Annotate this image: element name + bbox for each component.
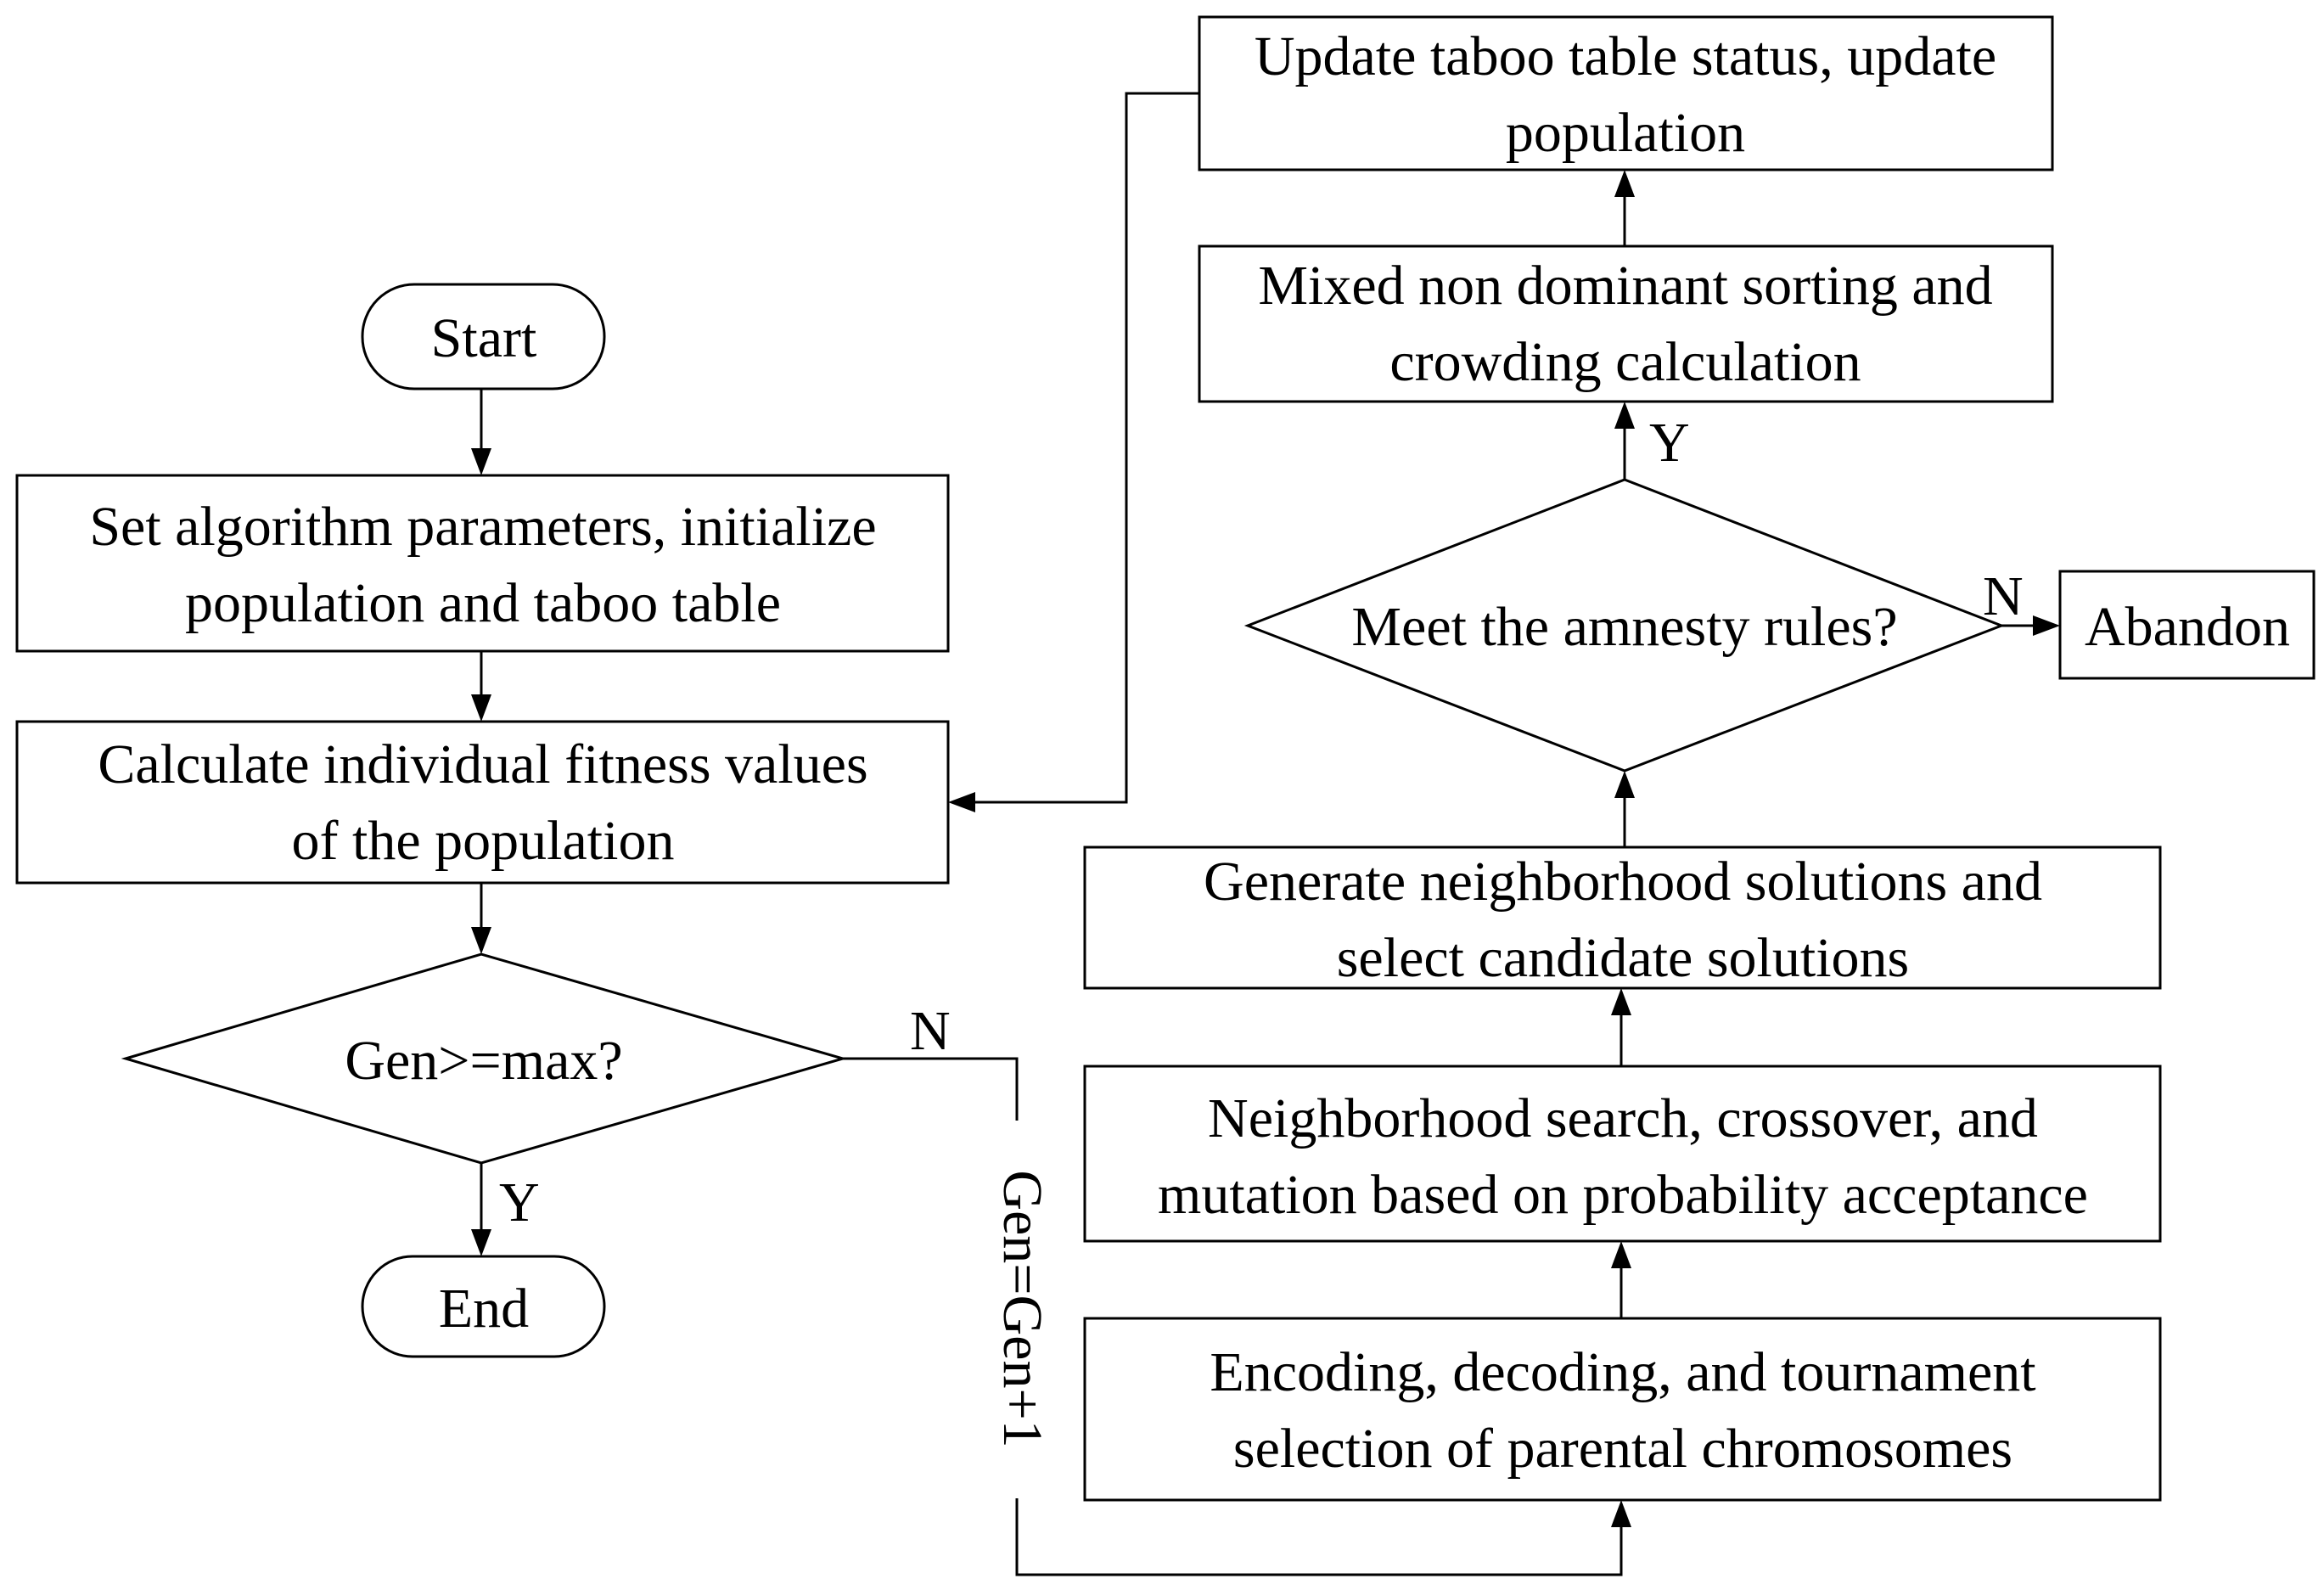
start-terminal bbox=[361, 283, 606, 390]
abandon-label: Abandon bbox=[2085, 596, 2290, 658]
arrowhead bbox=[948, 792, 975, 812]
start-label: Start bbox=[431, 307, 537, 369]
neighborhood-search-line-1: Neighborhood search, crossover, and bbox=[1208, 1087, 2038, 1149]
abandon-box bbox=[2058, 570, 2316, 680]
calc-fitness-box bbox=[15, 720, 950, 885]
amnesty-check-label: Meet the amnesty rules? bbox=[1351, 596, 1897, 658]
arrowhead bbox=[471, 927, 491, 954]
encoding-line-1: Encoding, decoding, and tournament bbox=[1210, 1341, 2035, 1403]
generate-neighborhood-line-1: Generate neighborhood solutions and bbox=[1204, 851, 2042, 913]
gen-no-line-bottom bbox=[1015, 1498, 1623, 1576]
arrowhead bbox=[471, 1229, 491, 1256]
arrowhead bbox=[1611, 1500, 1631, 1527]
end-terminal bbox=[361, 1255, 606, 1358]
arrowhead bbox=[1614, 771, 1635, 798]
arrowhead bbox=[471, 448, 491, 475]
arrowhead bbox=[2033, 615, 2060, 636]
gen-no-label: N bbox=[910, 1000, 951, 1062]
generate-neighborhood-box bbox=[1083, 846, 2162, 990]
update-taboo-box bbox=[1198, 15, 2054, 171]
amnesty-no-label: N bbox=[1983, 565, 2024, 627]
gen-check-label: Gen>=max? bbox=[345, 1030, 622, 1092]
arrowhead bbox=[1614, 170, 1635, 197]
gen-increment-label: Gen=Gen+1 bbox=[991, 1170, 1053, 1447]
gen-yes-label: Y bbox=[499, 1171, 540, 1233]
neighborhood-search-line-2: mutation based on probability acceptance bbox=[1158, 1164, 2088, 1226]
set-params-line-1: Set algorithm parameters, initialize bbox=[89, 496, 876, 558]
arrowhead bbox=[1611, 988, 1631, 1015]
update-taboo-line-1: Update taboo table status, update bbox=[1255, 25, 1996, 87]
encoding-box bbox=[1083, 1317, 2162, 1502]
mixed-sorting-line-1: Mixed non dominant sorting and bbox=[1258, 255, 1992, 317]
neighborhood-search-box bbox=[1083, 1065, 2162, 1243]
set-params-line-2: population and taboo table bbox=[185, 572, 781, 634]
mixed-sorting-box bbox=[1198, 244, 2054, 403]
calc-fitness-line-2: of the population bbox=[292, 810, 675, 872]
encoding-line-2: selection of parental chromosomes bbox=[1233, 1418, 2012, 1480]
amnesty-yes-label: Y bbox=[1649, 412, 1690, 474]
arrowhead bbox=[471, 694, 491, 722]
gen-no-line-top bbox=[843, 1057, 1019, 1121]
arrowhead bbox=[1614, 402, 1635, 429]
end-label: End bbox=[439, 1278, 529, 1340]
update-taboo-line-2: population bbox=[1506, 102, 1745, 164]
loop-back-line bbox=[975, 92, 1199, 804]
mixed-sorting-line-2: crowding calculation bbox=[1389, 331, 1861, 393]
calc-fitness-line-1: Calculate individual fitness values bbox=[98, 733, 867, 795]
set-params-box bbox=[15, 474, 950, 653]
arrowhead bbox=[1611, 1241, 1631, 1268]
generate-neighborhood-line-2: select candidate solutions bbox=[1337, 927, 1909, 989]
